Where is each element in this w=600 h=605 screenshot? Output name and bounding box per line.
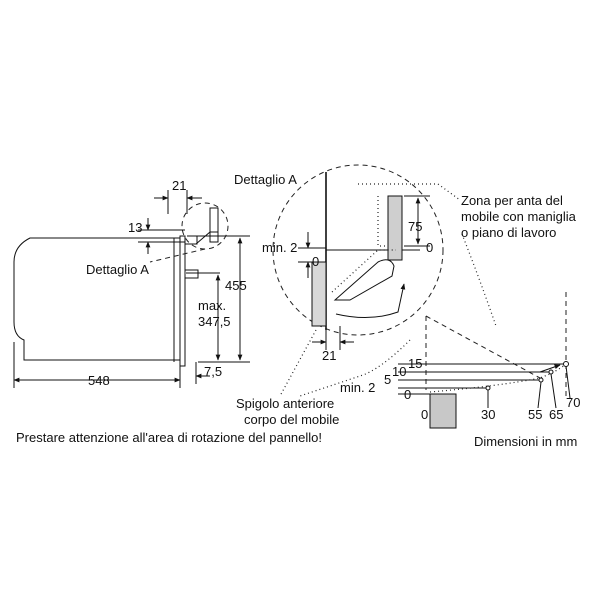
clearance-graph: 15 10 5 min. 2 0 0 30 55 65 70 — [340, 292, 580, 429]
bracket-dotted-outline — [377, 196, 388, 247]
tick-65 — [550, 373, 557, 409]
axis-65: 65 — [549, 407, 563, 422]
detail-a-magnified-circle — [272, 164, 444, 336]
hinge-arm-detail — [333, 259, 395, 301]
tick-55 — [537, 381, 542, 409]
label-spigolo-line1: Spigolo anteriore — [236, 396, 334, 411]
dim-max: max. — [198, 298, 226, 313]
dim-0-right: 0 — [426, 240, 433, 255]
dim-5: 5 — [384, 372, 391, 387]
label-spigolo-line2: corpo del mobile — [244, 412, 339, 427]
detail-a-view: Dettaglio A min. 2 0 75 0 21 — [234, 164, 444, 363]
axis-0: 0 — [421, 407, 428, 422]
spigolo-leader — [279, 329, 317, 397]
point-70 — [563, 361, 569, 367]
zona-leader-top — [358, 183, 461, 201]
notice-text: Prestare attenzione all'area di rotazion… — [16, 430, 322, 445]
point-65 — [548, 369, 554, 375]
label-zona-line3: o piano di lavoro — [461, 225, 556, 240]
dim-75: 75 — [408, 219, 422, 234]
dim-21-bottom: 21 — [322, 348, 336, 363]
hinge-bracket — [209, 207, 219, 243]
axis-30: 30 — [481, 407, 495, 422]
swing-line-upper — [425, 315, 541, 379]
oven-door-frame — [179, 235, 186, 367]
label-zona-line1: Zona per anta del — [461, 193, 563, 208]
callout-texts: Zona per anta del mobile con maniglia o … — [16, 193, 577, 449]
oven-handle — [185, 269, 199, 279]
left-dimensions: 21 13 Dettaglio A 455 max. 347,5 7,5 548 — [13, 178, 250, 388]
oven-top-hinge — [185, 236, 198, 245]
worktop-section — [429, 393, 457, 429]
door-panel — [311, 261, 327, 327]
zona-leader-down — [461, 233, 497, 327]
dim-21-top: 21 — [172, 178, 186, 193]
label-zona-line2: mobile con maniglia — [461, 209, 577, 224]
dim-13: 13 — [128, 220, 142, 235]
oven-body — [13, 237, 181, 361]
axis-55: 55 — [528, 407, 542, 422]
detail-a-leader — [149, 248, 206, 263]
tick-70 — [565, 365, 571, 399]
spigolo-leader-2 — [299, 339, 411, 397]
dim-548: 548 — [88, 373, 110, 388]
envelope-arrow — [539, 364, 561, 373]
leader-lines — [279, 183, 497, 397]
point-55 — [538, 377, 544, 383]
hinge-dotted-path — [331, 249, 396, 293]
dim-7-5: 7,5 — [204, 364, 222, 379]
dim-min2-graph: min. 2 — [340, 380, 375, 395]
handle-bracket — [387, 195, 403, 261]
dim-455: 455 — [225, 278, 247, 293]
oven-side-view — [13, 202, 229, 367]
dim-15: 15 — [408, 356, 422, 371]
dim-0-detail: 0 — [312, 254, 319, 269]
axis-70: 70 — [566, 395, 580, 410]
label-dettaglio-a-top: Dettaglio A — [234, 172, 297, 187]
dim-10: 10 — [392, 364, 406, 379]
detail-a-circle — [181, 202, 229, 250]
label-dettaglio-a-side: Dettaglio A — [86, 262, 149, 277]
point-30 — [485, 385, 491, 391]
dim-0-graph: 0 — [404, 387, 411, 402]
rotation-arrow — [335, 283, 406, 318]
dim-347-5: 347,5 — [198, 314, 231, 329]
dim-min2-detail: min. 2 — [262, 240, 297, 255]
units-text: Dimensioni in mm — [474, 434, 577, 449]
